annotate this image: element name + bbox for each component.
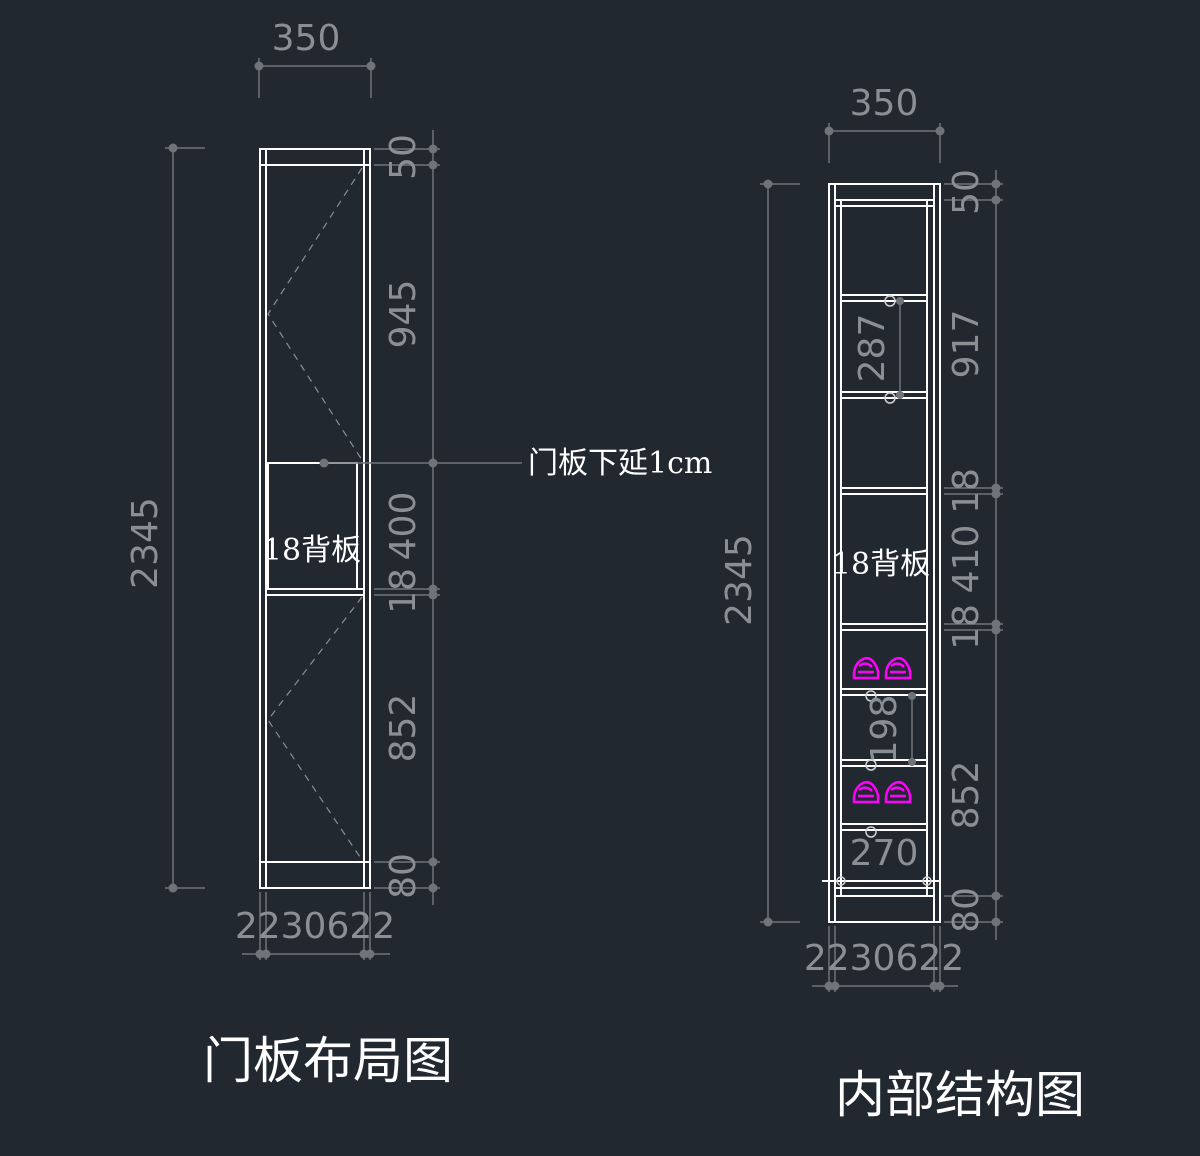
right-back-panel-label: 18背板	[832, 547, 930, 582]
right-height-dimension: 2345	[719, 179, 800, 927]
shoe-icon	[884, 780, 912, 804]
left-seg-1: 50	[383, 134, 424, 180]
shoe-icon	[852, 780, 880, 804]
right-seg-5: 18	[946, 604, 987, 650]
right-seg-1: 50	[946, 169, 987, 215]
door-extension-note-text: 门板下延1cm	[528, 446, 712, 481]
left-seg-5: 852	[383, 694, 424, 763]
right-inner-label-2: 198	[864, 695, 905, 764]
right-bottom-label: 2230622	[804, 938, 964, 979]
left-drawing-title: 门板布局图	[203, 1032, 453, 1090]
right-seg-3: 18	[946, 468, 987, 514]
left-seg-3: 400	[383, 492, 424, 561]
right-width-label: 350	[850, 83, 919, 124]
door-extension-note: 门板下延1cm	[319, 446, 712, 481]
internal-structure-drawing: 350 2345	[719, 83, 1085, 1124]
right-seg-4: 410	[946, 525, 987, 594]
right-inner-label-3: 270	[850, 833, 919, 874]
left-door-swing-lines	[267, 167, 363, 861]
right-width-dimension: 350	[824, 83, 945, 163]
right-seg-2: 917	[946, 310, 987, 379]
left-segment-dimensions: 50 945 400 18 852 80	[374, 130, 440, 905]
left-height-label: 2345	[125, 497, 166, 589]
right-inner-dimensions: 287 198 270	[850, 297, 919, 874]
left-seg-4: 18	[383, 568, 424, 614]
right-seg-7: 80	[946, 887, 987, 933]
right-segment-dimensions: 50 917 18 410 18 852 80	[944, 169, 1003, 940]
right-bottom-dimension: 2230622	[804, 926, 964, 992]
left-width-label: 350	[272, 18, 341, 59]
shoe-icon	[884, 656, 912, 680]
left-seg-2: 945	[383, 280, 424, 349]
right-cabinet-frame	[822, 183, 941, 923]
door-layout-drawing: 350 2345 18背板	[125, 18, 712, 1090]
right-drawing-title: 内部结构图	[835, 1066, 1085, 1124]
right-seg-6: 852	[946, 761, 987, 830]
left-width-dimension: 350	[254, 18, 376, 98]
shelf-pins	[836, 295, 932, 886]
right-height-label: 2345	[719, 534, 760, 626]
left-back-panel-label: 18背板	[263, 533, 361, 568]
left-bottom-dimension: 2230622	[235, 892, 395, 960]
right-inner-label-1: 287	[852, 314, 893, 383]
left-cabinet-frame	[259, 148, 371, 889]
left-seg-6: 80	[383, 853, 424, 899]
left-height-dimension: 2345	[125, 143, 205, 893]
left-bottom-label: 2230622	[235, 906, 395, 947]
shoe-icon	[852, 656, 880, 680]
shoe-icons	[852, 656, 912, 804]
